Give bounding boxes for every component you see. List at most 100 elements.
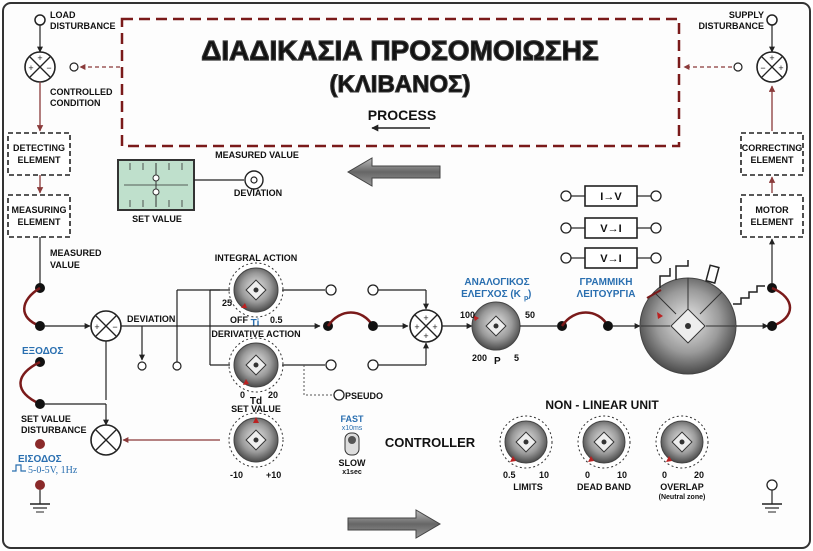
input-jack[interactable]	[35, 480, 45, 490]
set-value-disturbance-label: SET VALUE	[21, 414, 71, 424]
set-value-min: -10	[230, 470, 243, 480]
set-value-label: SET VALUE	[231, 404, 281, 414]
proportional-title-2: ΕΛΕΓΧΟΣ (K	[461, 289, 522, 300]
nonlinear-title: NON - LINEAR UNIT	[545, 398, 659, 412]
forward-arrow-icon	[347, 509, 441, 539]
proportional-p: P	[494, 356, 501, 367]
supply-disturbance-jack[interactable]	[766, 14, 778, 26]
mode-step2-icon	[675, 260, 689, 280]
dead-band-knob[interactable]	[577, 415, 631, 469]
svg-text:−: −	[46, 63, 51, 73]
proportional-50: 50	[525, 310, 535, 320]
derivative-action-label: DERIVATIVE ACTION	[211, 329, 300, 339]
controlled-condition-label-2: CONDITION	[50, 98, 101, 108]
svg-text:+: +	[423, 313, 428, 323]
overlap-knob[interactable]	[655, 415, 709, 469]
svg-text:+: +	[94, 322, 99, 332]
supply-disturbance-label: SUPPLY	[729, 10, 764, 20]
limits-label: LIMITS	[513, 482, 543, 492]
svg-text:+: +	[769, 53, 774, 63]
integral-action-label: INTEGRAL ACTION	[215, 253, 298, 263]
process-subtitle: (ΚΛΙΒΑΝΟΣ)	[329, 71, 470, 98]
proportional-100: 100	[460, 310, 475, 320]
svg-text:): )	[528, 289, 531, 300]
linear-mode-title-2: ΛΕΙΤΟΥΡΓΙΑ	[577, 289, 636, 300]
limits-knob[interactable]	[499, 415, 553, 469]
derivative-knob[interactable]	[228, 337, 284, 393]
svg-text:+: +	[432, 322, 437, 332]
overlap-sub-label: (Neutral zone)	[659, 494, 706, 501]
proportional-title: ΑΝΑΛΟΓΙΚΟΣ	[464, 277, 529, 288]
measured-value-label: MEASURED	[50, 248, 102, 258]
integral-output-jack[interactable]	[367, 284, 379, 296]
correcting-element-label: CORRECTING	[742, 143, 803, 153]
input-signal-label: 5-0-5V, 1Hz	[28, 465, 78, 476]
speed-switch[interactable]	[344, 432, 360, 456]
deviation-label: DEVIATION	[127, 314, 175, 324]
dead-band-max: 10	[617, 470, 627, 480]
correcting-element-label-2: ELEMENT	[750, 155, 794, 165]
converter-3-label: V→I	[600, 253, 621, 265]
integral-off-label: OFF	[230, 315, 248, 325]
dead-band-min: 0	[585, 470, 590, 480]
supply-disturbance-label-2: DISTURBANCE	[698, 21, 764, 31]
proportional-subscript: p	[524, 295, 528, 302]
set-value-knob[interactable]	[228, 412, 284, 468]
detecting-element-label-2: ELEMENT	[17, 155, 61, 165]
proportional-200: 200	[472, 353, 487, 363]
motor-element-box	[740, 194, 804, 238]
svg-text:+: +	[423, 331, 428, 341]
meter-measured-value-label: MEASURED VALUE	[215, 150, 299, 160]
derivative-min-label: 0	[240, 390, 245, 400]
overlap-min: 0	[662, 470, 667, 480]
integral-max-label: 0.5	[270, 315, 283, 325]
measured-value-label-2: VALUE	[50, 260, 80, 270]
detecting-element-box	[7, 132, 71, 176]
set-value-disturbance-label-2: DISTURBANCE	[21, 425, 87, 435]
converter-1-label: I→V	[600, 191, 622, 203]
set-value-disturbance-jack[interactable]	[35, 399, 45, 409]
fast-sub-label: x10ms	[342, 425, 363, 432]
overlap-max: 20	[694, 470, 704, 480]
load-disturbance-jack[interactable]	[34, 14, 46, 26]
derivative-output-jack[interactable]	[367, 359, 379, 371]
svg-text:−: −	[112, 322, 117, 332]
converter-i-to-v: I→V	[560, 185, 662, 207]
load-disturbance-label-2: DISTURBANCE	[50, 21, 116, 31]
process-label: PROCESS	[368, 107, 436, 123]
mode-pulse-icon	[705, 264, 720, 284]
mode-selector-knob[interactable]	[639, 277, 737, 375]
load-disturbance-label: LOAD	[50, 10, 76, 20]
detecting-element-label: DETECTING	[13, 143, 65, 153]
motor-element-label-2: ELEMENT	[750, 217, 794, 227]
mode-step-icon	[659, 268, 671, 288]
integral-min-label: 25	[222, 298, 232, 308]
motor-element-label: MOTOR	[755, 205, 789, 215]
converter-v-to-i-2: V→I	[560, 247, 662, 269]
measuring-element-label: MEASURING	[11, 205, 66, 215]
input-label: ΕΙΣΟΔΟΣ	[18, 454, 62, 465]
svg-text:+: +	[28, 63, 33, 73]
controller-label: CONTROLLER	[385, 435, 476, 450]
pseudo-jack[interactable]	[333, 389, 345, 401]
linear-mode-title: ΓΡΑΜΜΙΚΗ	[579, 277, 632, 288]
pseudo-label: PSEUDO	[345, 391, 383, 401]
mode-staircase-icon	[733, 285, 765, 305]
measuring-element-label-2: ELEMENT	[17, 217, 61, 227]
integral-knob[interactable]	[228, 262, 284, 318]
derivative-max-label: 20	[268, 390, 278, 400]
slow-sub-label: x1sec	[342, 469, 362, 476]
deviation-input-jack[interactable]	[35, 321, 45, 331]
converter-2-label: V→I	[600, 223, 621, 235]
proportional-knob[interactable]	[471, 301, 521, 351]
output-label: ΕΞΟΔΟΣ	[22, 346, 63, 357]
fast-label: FAST	[340, 414, 364, 424]
slow-label: SLOW	[339, 458, 367, 468]
converter-v-to-i-1: V→I	[560, 217, 662, 239]
limits-min: 0.5	[503, 470, 516, 480]
svg-text:+: +	[37, 53, 42, 63]
controlled-condition-label: CONTROLLED	[50, 87, 113, 97]
process-title: ΔΙΑΔΙΚΑΣΙΑ ΠΡΟΣΟΜΟΙΩΣΗΣ	[201, 35, 598, 66]
